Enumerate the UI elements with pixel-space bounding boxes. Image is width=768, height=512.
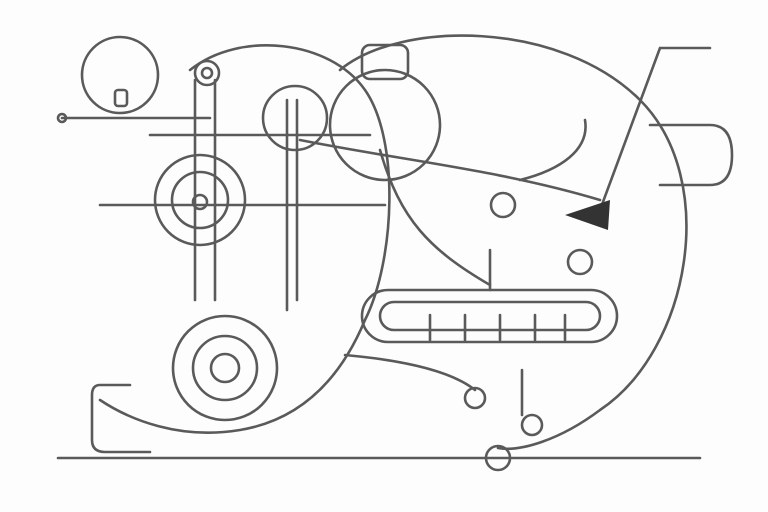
upper-spiral-inner (191, 193, 209, 211)
base-circle (484, 444, 512, 472)
small-circle-3 (463, 386, 487, 410)
small-circle-2 (566, 248, 594, 276)
arm-pivot (193, 59, 221, 87)
right-tab (648, 123, 734, 187)
wire-end (56, 112, 68, 124)
arm-pivot-inner (200, 66, 214, 80)
middle-ring (261, 84, 329, 152)
diagonal-pointer (598, 46, 712, 212)
triangle-pointer-icon (565, 200, 610, 230)
horizontal-bar-inner (378, 300, 602, 332)
horizontal-bar-outer (360, 288, 619, 344)
large-left-loop (98, 44, 391, 434)
top-left-circle (80, 35, 160, 115)
upper-spiral-mid (170, 170, 230, 230)
large-right-loop (338, 34, 688, 450)
small-circle-4 (520, 413, 544, 437)
small-circle-1 (489, 191, 517, 219)
left-knob (113, 88, 129, 108)
lower-spiral-inner (209, 352, 241, 384)
curving-wires (298, 118, 602, 417)
bar-ticks (428, 313, 567, 342)
lower-spiral-outer (171, 314, 279, 422)
top-rounded-box (360, 43, 410, 81)
upper-spiral-outer (153, 153, 247, 247)
top-center-circle (328, 68, 442, 182)
lower-spiral-mid (191, 334, 259, 402)
lower-base (90, 383, 152, 454)
vertical-arm (193, 78, 217, 302)
